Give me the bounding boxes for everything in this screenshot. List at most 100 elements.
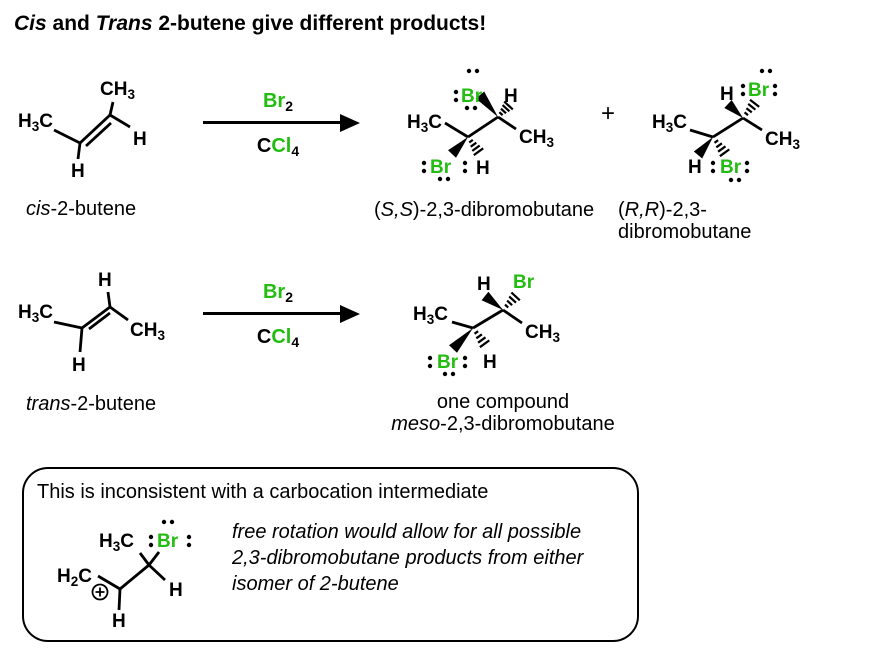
- methyl-group-label: H3C: [99, 531, 134, 554]
- hydrogen-label: H: [71, 161, 85, 182]
- single-bond: [147, 551, 161, 566]
- single-bond: [472, 308, 504, 330]
- hashed-wedge-to-bromine: [504, 291, 521, 309]
- bold-wedge-to-bromine: [449, 328, 473, 353]
- arrow-shaft: [203, 312, 343, 315]
- ccl4-solvent-label: CCl4: [256, 135, 300, 159]
- bromine-label: Br: [720, 157, 742, 178]
- product-label-rr-line2: dibromobutane: [618, 221, 752, 243]
- bromine-label: Br: [157, 531, 179, 552]
- hashed-wedge-to-hydrogen: [473, 330, 490, 349]
- hydrogen-label: H: [169, 580, 183, 601]
- title-cis: Cis: [14, 12, 47, 35]
- single-bond: [78, 327, 84, 353]
- product-label-rr-line1: (R,R)-2,3-: [618, 199, 707, 221]
- single-bond: [502, 308, 523, 325]
- single-bond: [689, 128, 714, 139]
- reactant-label-trans: trans-2-butene: [26, 393, 157, 415]
- hydrogen-label: H: [72, 355, 86, 376]
- product-label-ss: (S,S)-2,3-dibromobutane: [374, 199, 595, 221]
- single-bond: [742, 116, 763, 132]
- hydrogen-label: H: [476, 158, 490, 179]
- single-bond: [97, 574, 121, 591]
- hydrogen-label: H: [688, 157, 702, 178]
- single-bond: [117, 588, 122, 611]
- bromine-label: Br: [430, 157, 452, 178]
- single-bond: [109, 305, 129, 322]
- note-box: This is inconsistent with a carbocation …: [22, 467, 639, 642]
- hashed-wedge-to-hydrogen: [468, 139, 484, 156]
- product-label-rr: (R,R)-2,3- dibromobutane: [618, 199, 751, 243]
- single-bond: [76, 142, 82, 160]
- single-bond: [497, 115, 517, 131]
- single-bond: [444, 121, 469, 139]
- ss-dibromobutane-structure: Br H H3C CH3 Br H: [407, 68, 554, 182]
- bold-wedge-to-hydrogen: [481, 291, 503, 310]
- double-bond-line1: [79, 113, 111, 145]
- single-bond: [138, 552, 151, 566]
- product-label-meso-line2: meso-2,3-dibromobutane: [391, 413, 615, 435]
- product-label-meso-line1: one compound: [436, 391, 570, 413]
- arrow-shaft: [203, 121, 343, 124]
- lone-pair-dots: [421, 68, 480, 182]
- methyl-group-label: CH3: [100, 79, 135, 102]
- lone-pair-dots: [148, 519, 192, 548]
- note-line-1: free rotation would allow for all possib…: [232, 521, 582, 543]
- methyl-group-label: CH3: [765, 129, 800, 152]
- hydrogen-label: H: [98, 270, 112, 291]
- single-bond: [467, 115, 499, 139]
- trans-2-butene-structure: H H3C CH3 H: [18, 270, 165, 376]
- hydrogen-label: H: [504, 86, 518, 107]
- hydrogen-label: H: [483, 352, 497, 373]
- positive-charge-icon: [91, 583, 109, 601]
- ccl4-solvent-label: CCl4: [256, 326, 300, 350]
- product-label-meso: one compound meso-2,3-dibromobutane: [378, 391, 628, 435]
- single-bond: [53, 320, 83, 330]
- bold-wedge-to-bromine: [448, 137, 468, 158]
- single-bond: [109, 113, 131, 129]
- single-bond: [712, 116, 744, 139]
- double-bond-line2: [85, 121, 112, 148]
- bold-wedge-to-bromine: [475, 91, 498, 117]
- lone-pair-dots: [427, 355, 468, 377]
- hydrogen-label: H: [133, 129, 147, 150]
- bromine-label: Br: [437, 352, 459, 373]
- methyl-group-label: CH3: [519, 127, 554, 150]
- cis-2-butene-structure: H3C CH3 H H: [18, 79, 147, 182]
- double-bond-line2: [88, 311, 111, 331]
- reactant-label-cis: cis-2-butene: [26, 198, 137, 220]
- double-bond-line1: [81, 305, 111, 330]
- hashed-wedge-to-hydrogen: [498, 100, 514, 117]
- reaction-arrow-1: Br2 CCl4: [203, 88, 365, 170]
- title-rest: 2-butene give different products!: [152, 12, 487, 35]
- bold-wedge-to-hydrogen: [724, 100, 743, 118]
- arrowhead-icon: [340, 304, 360, 323]
- methyl-group-label: H3C: [652, 112, 687, 135]
- methyl-group-label: H3C: [407, 112, 442, 135]
- plus-sign: +: [600, 100, 615, 127]
- title-and: and: [46, 12, 96, 35]
- page-title: Cis and Trans 2-butene give different pr…: [14, 12, 486, 36]
- br2-reagent-label: Br2: [262, 281, 294, 305]
- methyl-group-label: CH3: [130, 320, 165, 343]
- meso-dibromobutane-structure: H Br H3C CH3 Br H: [413, 272, 560, 377]
- single-bond: [451, 320, 474, 330]
- arrowhead-icon: [340, 113, 360, 132]
- methylene-group-label: H2C: [57, 566, 92, 589]
- methyl-group-label: CH3: [525, 322, 560, 345]
- single-bond: [148, 563, 166, 582]
- methyl-group-label: H3C: [413, 304, 448, 327]
- bromine-label: Br: [513, 272, 535, 293]
- lone-pair-dots: [710, 68, 778, 183]
- hashed-wedge-to-bromine: [713, 139, 730, 158]
- bold-wedge-to-hydrogen: [693, 137, 713, 159]
- bromine-label: Br: [461, 86, 483, 107]
- carbocation-structure: H3C Br H2C H H: [57, 519, 192, 632]
- methyl-group-label: H3C: [18, 111, 53, 134]
- bromine-label: Br: [748, 80, 770, 101]
- hydrogen-label: H: [720, 84, 734, 105]
- note-box-heading: This is inconsistent with a carbocation …: [37, 481, 489, 503]
- note-box-body: free rotation would allow for all possib…: [232, 519, 583, 597]
- single-bond: [108, 101, 115, 116]
- note-line-2: 2,3-dibromobutane products from either: [232, 547, 584, 569]
